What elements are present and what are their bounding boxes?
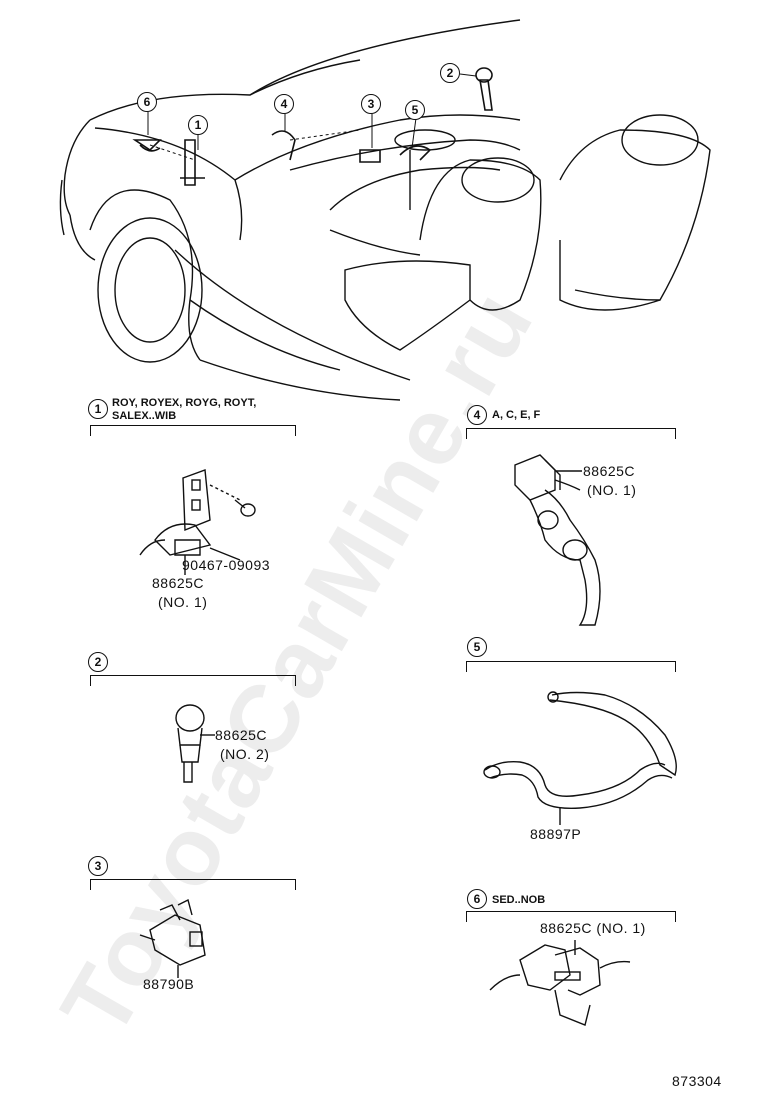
section-4-header: A, C, E, F bbox=[492, 409, 541, 421]
section-1-bracket bbox=[90, 425, 296, 436]
section-2-part-note: (NO. 2) bbox=[220, 746, 270, 762]
section-4-callout: 4 bbox=[467, 405, 487, 425]
section-1-callout: 1 bbox=[88, 399, 108, 419]
part-2-drawing bbox=[175, 704, 215, 783]
part-5-drawing bbox=[483, 691, 677, 825]
part-3-drawing bbox=[139, 898, 206, 978]
part-4-drawing bbox=[514, 454, 601, 626]
section-6-part: 88625C (NO. 1) bbox=[540, 920, 646, 936]
section-6-callout: 6 bbox=[467, 889, 487, 909]
section-1-part-a: 90467-09093 bbox=[182, 557, 271, 573]
section-1-part-b: 88625C bbox=[152, 575, 205, 591]
section-5-part: 88897P bbox=[530, 826, 582, 842]
part-1-drawing bbox=[139, 469, 256, 575]
section-4-part: 88625C bbox=[583, 463, 636, 479]
section-2-callout: 2 bbox=[88, 652, 108, 672]
overview-callout-2: 2 bbox=[440, 63, 460, 83]
section-3-callout: 3 bbox=[88, 856, 108, 876]
section-4-bracket bbox=[466, 428, 676, 439]
section-1-part-b-note: (NO. 1) bbox=[158, 594, 208, 610]
section-6-header: SED..NOB bbox=[492, 894, 546, 906]
part-6-drawing bbox=[489, 940, 631, 1026]
section-6-bracket bbox=[466, 911, 676, 922]
section-5-bracket bbox=[466, 661, 676, 672]
section-2-part: 88625C bbox=[215, 727, 268, 743]
figure-number: 873304 bbox=[672, 1073, 722, 1089]
section-5-callout: 5 bbox=[467, 637, 487, 657]
section-4-part-note: (NO. 1) bbox=[587, 482, 637, 498]
overview-callout-5: 5 bbox=[405, 100, 425, 120]
section-3-bracket bbox=[90, 879, 296, 890]
overview-callout-6: 6 bbox=[137, 92, 157, 112]
section-2-bracket bbox=[90, 675, 296, 686]
overview-callout-3: 3 bbox=[361, 94, 381, 114]
section-3-part: 88790B bbox=[143, 976, 195, 992]
overview-callout-1: 1 bbox=[188, 115, 208, 135]
overview-callout-4: 4 bbox=[274, 94, 294, 114]
section-1-header-line1: ROY, ROYEX, ROYG, ROYT, bbox=[112, 397, 257, 409]
section-1-header-line2: SALEX..WIB bbox=[112, 410, 177, 422]
